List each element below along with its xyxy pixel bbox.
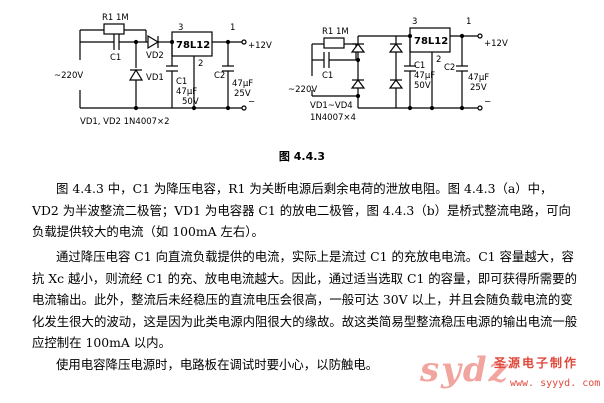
r1-resistor-b [323, 37, 345, 49]
left-pin2: 2 [198, 59, 203, 69]
left-pin1: 1 [230, 23, 235, 33]
paragraph-2: 通过降压电容 C1 向直流负载提供的电流，实际上是流过 C1 的充放电电流。C1… [32, 249, 578, 350]
right-vin-label: ~220V [288, 85, 317, 95]
r1-resistor [103, 23, 125, 35]
left-cap2-voltage: 25V [234, 89, 251, 99]
right-cap1-value: 47μF [414, 71, 435, 81]
left-c1-label: C1 [110, 53, 121, 63]
right-minus-label: − [484, 97, 491, 107]
watermark-title: 圣源电子制作 [494, 356, 579, 370]
right-cap1-voltage: 50V [414, 81, 431, 91]
right-cap2-voltage: 25V [470, 83, 487, 93]
ic-78l12 [171, 31, 213, 57]
right-out-label: +12V [484, 39, 508, 49]
right-pin2: 2 [436, 55, 441, 65]
left-vd1-label: VD1 [146, 73, 164, 83]
right-pin3: 3 [412, 17, 417, 27]
right-ic-label: 78L12 [414, 36, 448, 47]
left-cap1-value: 47μF [176, 87, 197, 97]
paragraph-3: 使用电容降压电源时，电路板在调试时要小心，以防触电。 [56, 357, 379, 372]
left-out-label: +12V [248, 41, 272, 51]
right-r1-label: R1 1M [322, 27, 349, 37]
watermark-logo: sydz [420, 350, 510, 390]
right-cap1-name: C1 [414, 61, 425, 71]
right-note-1: VD1~VD4 [310, 101, 353, 111]
paragraph-1: 图 4.4.3 中，C1 为降压电容，R1 为关断电源后剩余电荷的泄放电阻。图 … [32, 181, 571, 239]
left-vin-label: ~220V [54, 71, 83, 81]
ic-78l12-b [409, 27, 451, 53]
circuit-figure: R1 1M C1 VD2 VD1 78L12 3 1 2 ~220V C1 47… [54, 13, 508, 127]
left-pin3: 3 [178, 23, 183, 33]
left-cap2-name: C2 [214, 71, 225, 81]
right-c1-label: C1 [322, 71, 333, 81]
right-cap2-name: C2 [444, 63, 455, 73]
left-cap2-value: 47μF [232, 79, 253, 89]
left-vd2-label: VD2 [146, 51, 164, 61]
watermark: sydz 圣源电子制作 www. syyyd. com [420, 350, 604, 403]
left-cap1-voltage: 50V [182, 97, 199, 107]
left-r1-label: R1 1M [102, 13, 129, 23]
left-cap1-name: C1 [176, 77, 187, 87]
figure-caption: 图 4.4.3 [278, 150, 326, 163]
right-cap2-value: 47μF [468, 73, 489, 83]
left-ic-label: 78L12 [176, 40, 210, 51]
watermark-url: www. syyyd. com [510, 378, 601, 389]
right-note-2: 1N4007×4 [310, 113, 356, 123]
right-pin1: 1 [466, 17, 471, 27]
left-note: VD1, VD2 1N4007×2 [80, 117, 170, 127]
left-minus-label: − [248, 97, 255, 107]
